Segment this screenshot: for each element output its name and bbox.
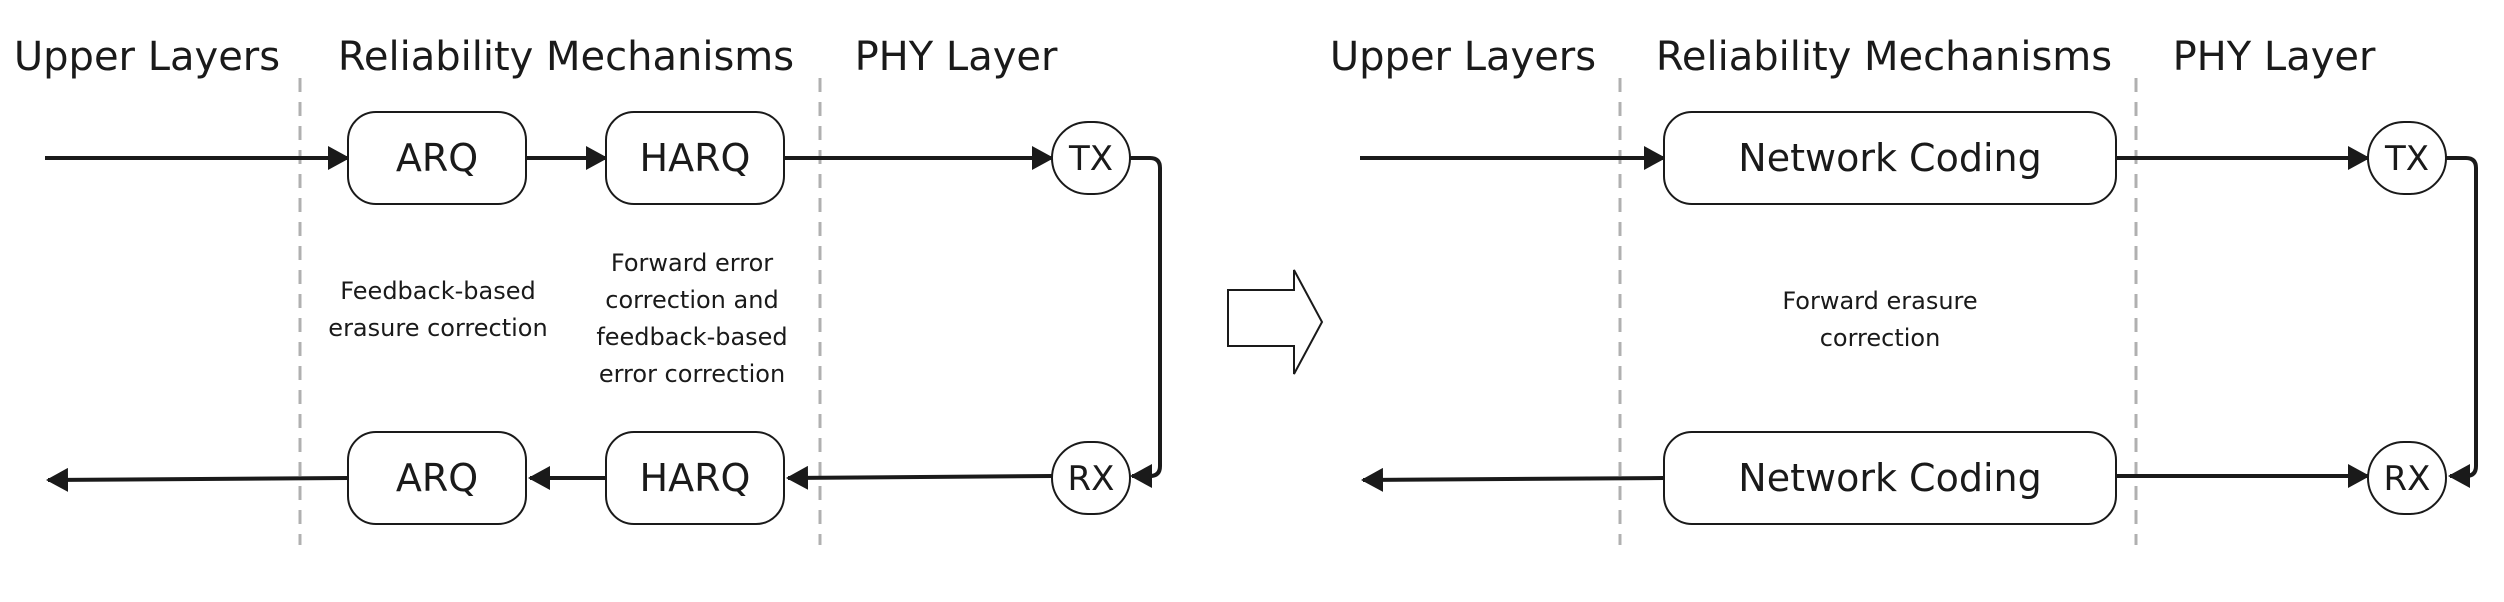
left-harq-tx-box [605,111,785,205]
right-rx-node [2367,441,2447,515]
left-arq-note-line-1: Feedback-based [340,277,535,305]
right-rx-label: RX [2384,459,2431,499]
right-network-coding-rx-label: Network Coding [1738,456,2041,500]
left-harq-note-line-1: Forward error [611,249,773,277]
left-arq-rx-box [347,431,527,525]
left-diagram: Upper Layers Reliability Mechanisms PHY … [14,34,1162,545]
right-tx-rx-loop-arrow [2446,156,2478,488]
left-harq-rx-box [605,431,785,525]
right-tx-node [2367,121,2447,195]
left-rx-to-harq-arrow [786,465,1053,490]
left-harq-note-line-4: error correction [599,360,785,388]
left-header-upper-layers: Upper Layers [14,34,280,80]
right-tx-label: TX [2384,139,2429,179]
left-arq-tx-box [347,111,527,205]
left-header-reliability-mechanisms: Reliability Mechanisms [338,34,794,80]
left-harq-note-line-3: feedback-based [596,323,787,351]
left-arq-note-line-2: erasure correction [328,314,547,342]
left-arq-rx-label: ARQ [396,456,478,500]
left-tx-label: TX [1068,139,1113,179]
left-output-arrow [46,467,349,492]
left-header-phy-layer: PHY Layer [855,34,1058,80]
right-output-arrow [1361,467,1665,492]
right-network-coding-tx-label: Network Coding [1738,136,2041,180]
left-tx-node [1051,121,1131,195]
right-nc-note-line-2: correction [1820,324,1941,352]
right-nc-note-line-1: Forward erasure [1782,287,1977,315]
right-header-upper-layers: Upper Layers [1330,34,1596,80]
left-tx-rx-loop-arrow [1130,156,1162,488]
right-network-coding-rx-box [1663,431,2117,525]
left-arq-tx-label: ARQ [396,136,478,180]
left-rx-label: RX [1068,459,1115,499]
transition-arrow-icon [1227,269,1324,375]
right-network-coding-tx-box [1663,111,2117,205]
left-harq-note-line-2: correction and [605,286,778,314]
right-diagram: Upper Layers Reliability Mechanisms PHY … [1330,34,2478,545]
right-header-phy-layer: PHY Layer [2173,34,2376,80]
right-header-reliability-mechanisms: Reliability Mechanisms [1656,34,2112,80]
left-harq-rx-label: HARQ [640,456,751,500]
left-harq-tx-label: HARQ [640,136,751,180]
left-rx-node [1051,441,1131,515]
